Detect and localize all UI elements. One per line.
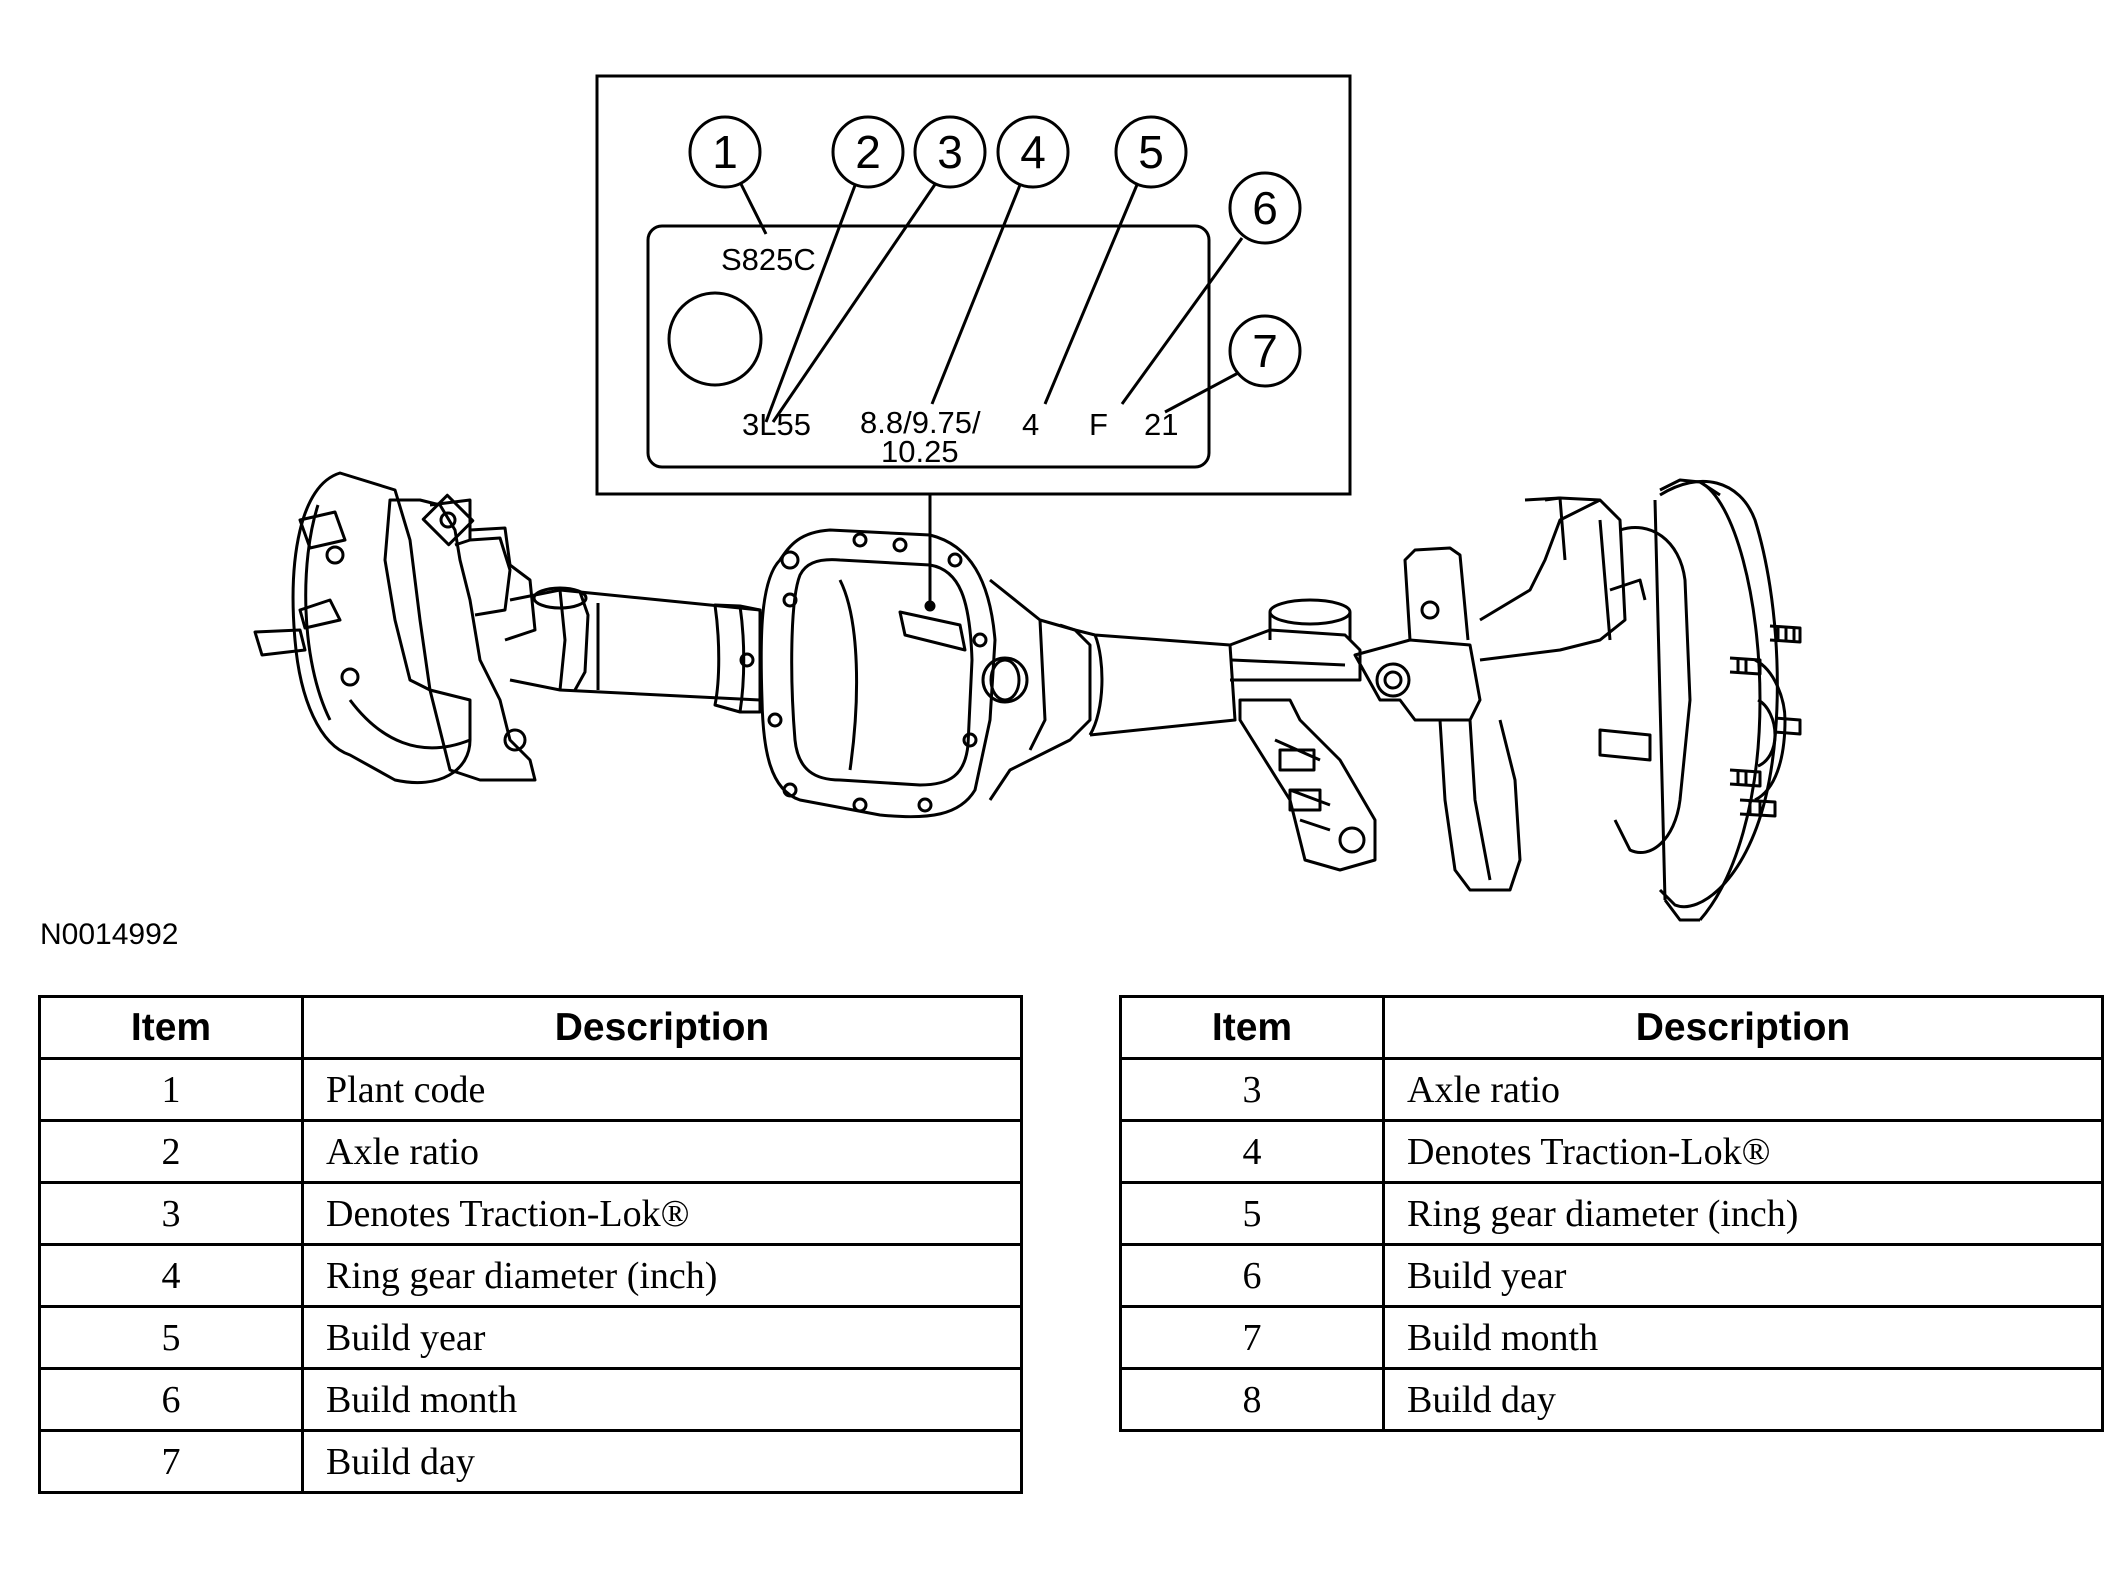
item-number: 8 <box>1119 1367 1385 1432</box>
item-description: Build month <box>301 1367 1023 1432</box>
differential-cover <box>759 528 997 819</box>
header-item: Item <box>1119 995 1385 1060</box>
lug-studs <box>1729 624 1802 818</box>
item-number: 6 <box>1119 1243 1385 1308</box>
callout-number: 7 <box>1252 325 1278 377</box>
callout-2 <box>831 115 905 189</box>
axle-drawing <box>253 471 1802 922</box>
item-number: 3 <box>1119 1057 1385 1122</box>
tag-hole <box>667 291 763 387</box>
item-description: Ring gear diameter (inch) <box>301 1243 1023 1308</box>
item-number: 2 <box>38 1119 304 1184</box>
item-description: Axle ratio <box>1382 1057 2104 1122</box>
item-number: 5 <box>1119 1181 1385 1246</box>
item-description: Build year <box>1382 1243 2104 1308</box>
item-number: 7 <box>38 1429 304 1494</box>
item-number: 6 <box>38 1367 304 1432</box>
callout-number: 4 <box>1020 126 1046 178</box>
item-description: Denotes Traction-Lok® <box>1382 1119 2104 1184</box>
tag-axle-code: 3L55 <box>742 407 811 442</box>
callout-number: 3 <box>937 126 963 178</box>
item-description: Build month <box>1382 1305 2104 1370</box>
callout-6 <box>1228 171 1302 245</box>
item-number: 3 <box>38 1181 304 1246</box>
item-description: Build day <box>1382 1367 2104 1432</box>
callout-number: 1 <box>712 126 738 178</box>
item-number: 5 <box>38 1305 304 1370</box>
table-header-row: Item Description <box>38 995 1023 1060</box>
header-description: Description <box>1382 995 2104 1060</box>
callout-circles <box>688 115 1302 388</box>
tag-ring-gear-line2: 10.25 <box>881 434 959 469</box>
right-rotor <box>1658 479 1779 909</box>
tag-detail-inset <box>595 74 1352 606</box>
left-knuckle <box>383 498 537 782</box>
item-number: 4 <box>1119 1119 1385 1184</box>
header-description: Description <box>301 995 1023 1060</box>
tag-plant-code: S825C <box>721 242 816 277</box>
table-header-row: Item Description <box>1119 995 2104 1060</box>
callout-4 <box>996 115 1070 189</box>
item-description: Axle ratio <box>301 1119 1023 1184</box>
item-description: Build year <box>301 1305 1023 1370</box>
axle-id-tag <box>898 610 967 652</box>
right-knuckle <box>1353 638 1482 722</box>
callout-7 <box>1228 314 1302 388</box>
left-backing-plate <box>291 471 472 785</box>
figure-id-label: N0014992 <box>40 918 179 951</box>
item-description: Denotes Traction-Lok® <box>301 1181 1023 1246</box>
callout-3 <box>913 115 987 189</box>
tag-col-f: F <box>1089 407 1108 442</box>
axle-identification-figure: 1 2 3 4 5 6 7 S825C 3L55 8.8/9.75/ 10.25… <box>253 74 1802 922</box>
item-description: Plant code <box>301 1057 1023 1122</box>
tag-col-21: 21 <box>1144 407 1178 442</box>
callout-5 <box>1114 115 1188 189</box>
tag-col-4: 4 <box>1022 407 1039 442</box>
callout-1 <box>688 115 762 189</box>
tag-text-group: S825C 3L55 8.8/9.75/ 10.25 4 F 21 <box>721 242 1178 469</box>
right-caliper <box>1613 525 1692 854</box>
item-number: 4 <box>38 1243 304 1308</box>
callout-number: 6 <box>1252 182 1278 234</box>
id-tag-plate <box>646 224 1211 469</box>
callout-number: 2 <box>855 126 881 178</box>
callout-number: 5 <box>1138 126 1164 178</box>
tag-ring-gear-line1: 8.8/9.75/ <box>860 405 981 440</box>
item-number: 1 <box>38 1057 304 1122</box>
item-number: 7 <box>1119 1305 1385 1370</box>
callout-numbers: 1 2 3 4 5 6 7 <box>712 126 1278 377</box>
item-description: Ring gear diameter (inch) <box>1382 1181 2104 1246</box>
item-description: Build day <box>301 1429 1023 1494</box>
header-item: Item <box>38 995 304 1060</box>
right-arm-bracket <box>1238 698 1377 872</box>
